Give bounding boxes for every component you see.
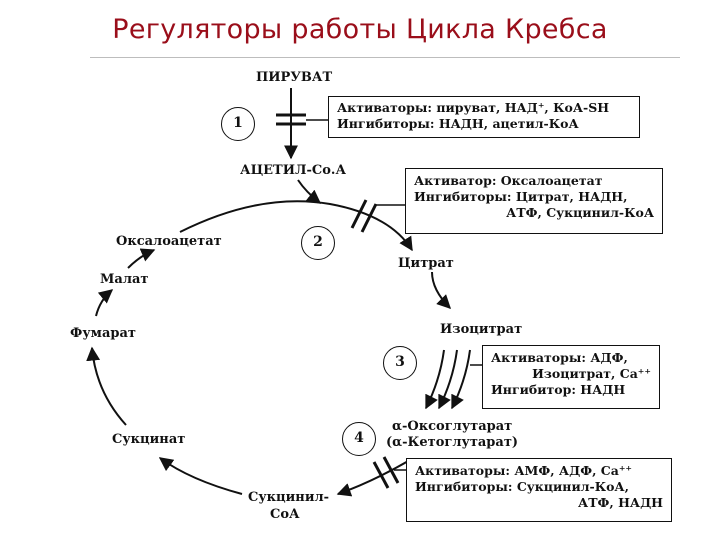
box1-inhibitors: Ингибиторы: НАДН, ацетил-КоА [337,116,579,131]
enzyme-4-bar-a [372,461,390,489]
cycle-arc-oxaloacetate-citrate [179,200,413,252]
label-acetyl-coa: АЦЕТИЛ-Со.А [240,163,347,178]
label-pyruvate: ПИРУВАТ [256,70,333,85]
scan-top-edge [90,57,680,58]
label-succinyl-2: СоА [270,507,300,522]
regulators-box-4: Активаторы: АМФ, АДФ, Са⁺⁺ Ингибиторы: С… [406,458,672,522]
enzyme-3-circle: 3 [383,346,417,380]
label-alpha-kg-1: α-Оксоглутарат [392,419,513,434]
citrate-to-isocitrate-arrow [431,271,451,309]
isocitrate-arrow-1 [425,349,445,410]
label-alpha-kg-2: (α-Кетоглутарат) [386,435,519,450]
box2-inhibitors: Ингибиторы: Цитрат, НАДН, [414,189,628,204]
akg-to-succinylcoa-arrow [336,459,411,497]
isocitrate-arrow-2 [438,349,458,410]
regulators-box-1: Активаторы: пируват, НАД⁺, КоА-SH Ингиби… [328,96,640,138]
regulators-box-2: Активатор: Оксалоацетат Ингибиторы: Цитр… [405,168,663,234]
label-citrate: Цитрат [398,256,454,271]
label-isocitrate: Изоцитрат [440,322,523,337]
enzyme-2-bar-a [350,199,368,229]
box4-inhibitors-cont: АТФ, НАДН [578,495,663,510]
box2-activator: Активатор: Оксалоацетат [414,173,603,188]
box3-activators: Активаторы: АДФ, [491,350,628,365]
label-malate: Малат [100,272,149,287]
isocitrate-arrow-3 [451,349,471,410]
regulators-box-3: Активаторы: АДФ, Изоцитрат, Са⁺⁺ Ингибит… [482,345,660,409]
fumarate-to-malate-arrow [95,289,114,317]
succinate-to-fumarate-arrow [86,346,127,426]
label-succinyl-1: Сукцинил- [248,490,330,505]
enzyme-1-circle: 1 [221,107,255,141]
enzyme-2-bar-b [360,203,378,233]
enzyme-2-circle: 2 [301,226,335,260]
box3-inhibitor: Ингибитор: НАДН [491,382,626,397]
enzyme-4-bar-b [382,456,400,484]
label-succinate: Сукцинат [112,432,186,447]
box4-inhibitors: Ингибиторы: Сукцинил-КоА, [415,479,629,494]
box2-inhibitors-cont: АТФ, Сукцинил-КоА [506,205,654,220]
succinylcoa-to-succinate-arrow [158,457,243,495]
enzyme-4-circle: 4 [342,422,376,456]
acetylcoa-to-cycle-arrow [297,179,322,204]
label-fumarate: Фумарат [70,326,136,341]
label-oxaloacetate: Оксалоацетат [116,234,222,249]
malate-to-oxaloacetate-arrow [127,248,156,269]
slide-title: Регуляторы работы Цикла Кребса [112,14,608,45]
box1-activators: Активаторы: пируват, НАД⁺, КоА-SH [337,100,610,115]
box4-activators: Активаторы: АМФ, АДФ, Са⁺⁺ [415,463,633,478]
box3-activators-cont: Изоцитрат, Са⁺⁺ [532,366,651,381]
